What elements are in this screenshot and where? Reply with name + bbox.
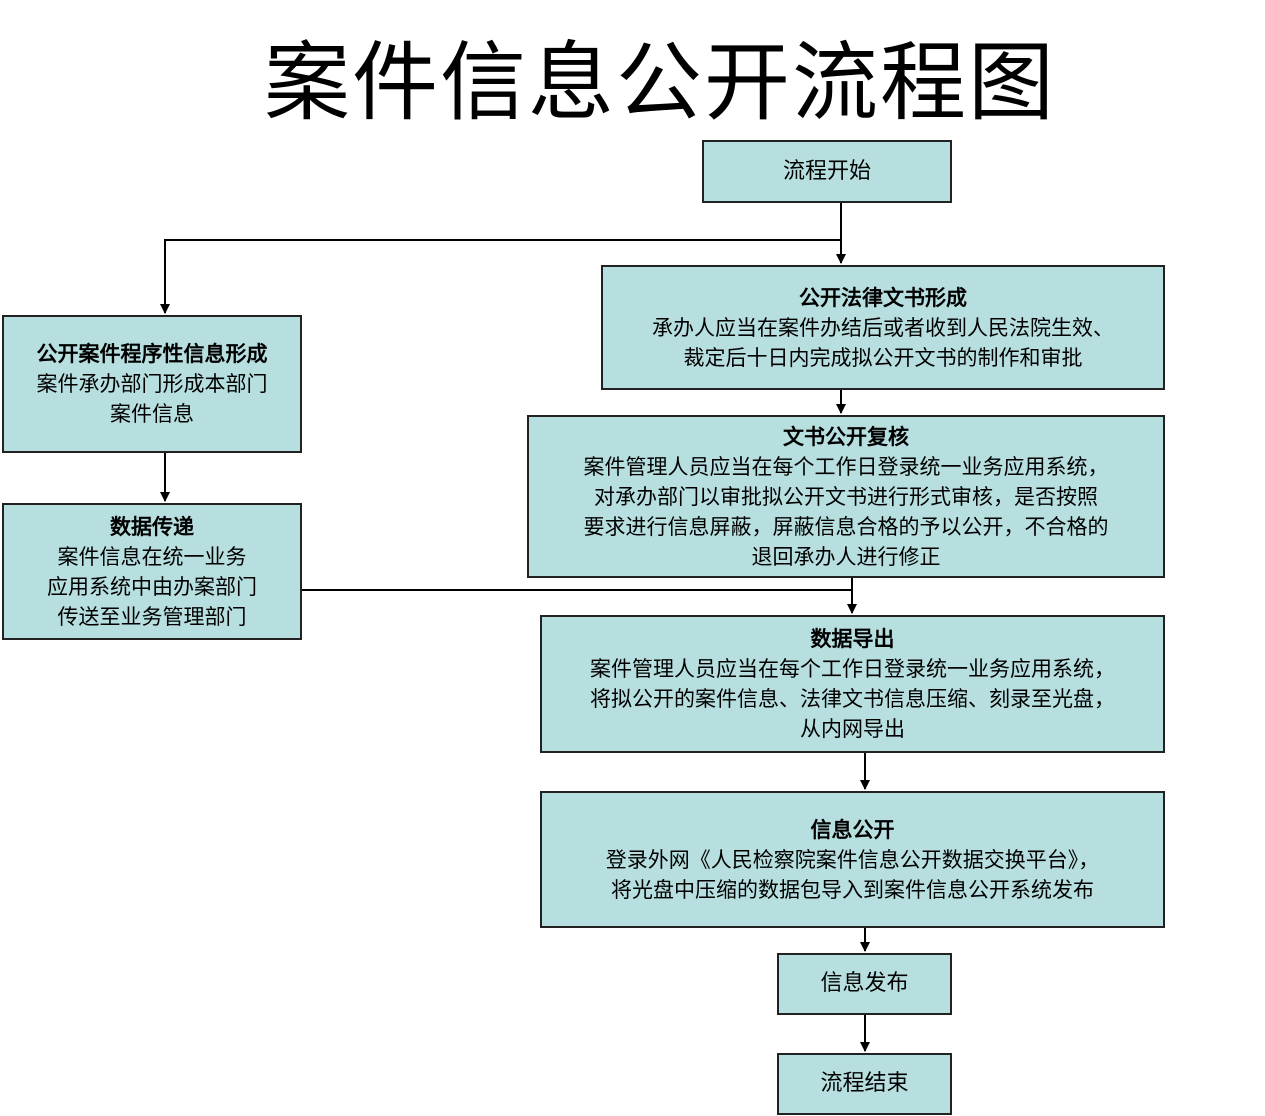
procedural-line: 案件承办部门形成本部门 [36, 372, 268, 396]
legal-doc-line: 裁定后十日内完成拟公开文书的制作和审批 [683, 345, 1083, 370]
disclose-heading: 信息公开 [810, 817, 895, 842]
start-node: 流程开始 [702, 140, 952, 203]
transfer-line: 应用系统中由办案部门 [47, 574, 257, 599]
review-line: 要求进行信息屏蔽，屏蔽信息合格的予以公开，不合格的 [583, 514, 1109, 539]
disclose-line: 登录外网《人民检察院案件信息公开数据交换平台》， [605, 847, 1100, 872]
export-heading: 数据导出 [810, 627, 895, 651]
export-node: 数据导出 案件管理人员应当在每个工作日登录统一业务应用系统， 将拟公开的案件信息… [540, 615, 1165, 753]
disclose-node: 信息公开 登录外网《人民检察院案件信息公开数据交换平台》， 将光盘中压缩的数据包… [540, 791, 1165, 928]
review-line: 对承办部门以审批拟公开文书进行形式审核，是否按照 [594, 484, 1098, 509]
legal-doc-line: 承办人应当在案件办结后或者收到人民法院生效、 [652, 315, 1114, 340]
diagram-title: 案件信息公开流程图 [264, 33, 1056, 133]
export-line: 将拟公开的案件信息、法律文书信息压缩、刻录至光盘， [590, 687, 1115, 711]
transfer-heading: 数据传递 [110, 514, 194, 539]
publish-label: 信息发布 [820, 971, 909, 996]
transfer-line: 案件信息在统一业务 [57, 544, 247, 569]
transfer-line: 传送至业务管理部门 [57, 604, 247, 629]
end-node: 流程结束 [777, 1053, 952, 1115]
review-line: 退回承办人进行修正 [751, 544, 941, 569]
arrow-start-to-procedural [160, 239, 841, 314]
procedural-line: 案件信息 [110, 402, 194, 426]
transfer-node: 数据传递 案件信息在统一业务 应用系统中由办案部门 传送至业务管理部门 [2, 503, 302, 640]
export-line: 从内网导出 [800, 717, 905, 741]
end-label: 流程结束 [820, 1071, 909, 1096]
legal-doc-heading: 公开法律文书形成 [799, 285, 967, 310]
start-label: 流程开始 [782, 158, 871, 184]
procedural-node: 公开案件程序性信息形成 案件承办部门形成本部门 案件信息 [2, 315, 302, 453]
legal-doc-node: 公开法律文书形成 承办人应当在案件办结后或者收到人民法院生效、 裁定后十日内完成… [601, 265, 1165, 390]
disclose-line: 将光盘中压缩的数据包导入到案件信息公开系统发布 [611, 877, 1094, 902]
review-node: 文书公开复核 案件管理人员应当在每个工作日登录统一业务应用系统， 对承办部门以审… [527, 415, 1165, 578]
export-line: 案件管理人员应当在每个工作日登录统一业务应用系统， [590, 657, 1115, 681]
review-heading: 文书公开复核 [783, 424, 909, 449]
procedural-heading: 公开案件程序性信息形成 [36, 342, 268, 366]
publish-node: 信息发布 [777, 953, 952, 1015]
review-line: 案件管理人员应当在每个工作日登录统一业务应用系统， [583, 454, 1109, 479]
